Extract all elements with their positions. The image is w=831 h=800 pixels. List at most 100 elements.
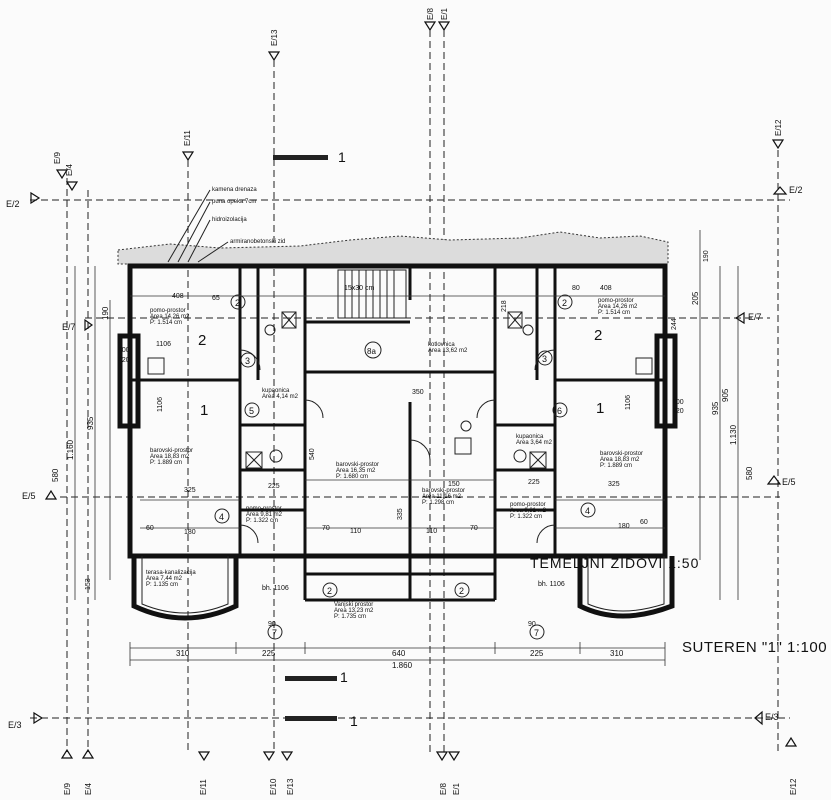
room-stamp-name: barovski-prostor <box>600 451 643 457</box>
dim-text: bh. 1106 <box>538 581 565 588</box>
room-stamp-area: Area 13,23 m2 <box>334 608 374 614</box>
dim-text: 1106 <box>156 341 171 348</box>
axis-label-right-1: E/2 <box>789 185 803 195</box>
detail-title: TEMELJNI ZIDOVI 1:50 <box>530 555 699 571</box>
dim-text: bh. 1106 <box>262 585 289 592</box>
axis-label-left-2: E/7 <box>62 322 76 332</box>
circle-tag: 8a <box>367 347 376 356</box>
circle-tag: 5 <box>249 406 254 416</box>
room-stamp-area: Area 18,83 m2 <box>600 457 640 463</box>
dim-text: 408 <box>600 285 612 292</box>
circle-tag: 6 <box>557 406 562 416</box>
room-stamp-area: Area 9,81 m2 <box>510 508 547 514</box>
dim-text: 1.860 <box>392 661 413 670</box>
room-number: 1 <box>596 400 604 417</box>
legend-item-2: puna opeka 7cm <box>212 199 256 205</box>
dim-text: 80 <box>572 285 580 292</box>
dim-text: 325 <box>608 481 620 488</box>
room-stamp-perim: P: 1.735 cm <box>334 614 366 620</box>
dim-text: 180 <box>184 529 196 536</box>
circle-tag: 4 <box>585 506 590 516</box>
room-stamp-perim: P: 1.322 cm <box>246 518 278 524</box>
dimension-lines <box>74 230 739 666</box>
dim-text: 350 <box>412 389 424 396</box>
dim-text: 60 <box>640 519 648 526</box>
balconies <box>131 556 675 621</box>
circle-tag: 2 <box>235 298 240 308</box>
room-stamp-area: Area 14,26 m2 <box>598 304 638 310</box>
axis-label-bottom-3: E/11 <box>199 779 208 795</box>
axis-label-top-4: E/13 <box>270 29 279 46</box>
dim-text: 120 <box>672 408 684 415</box>
room-stamp-perim: P: 1.135 cm <box>146 582 178 588</box>
room-number: 2 <box>198 332 206 349</box>
room-tags: 2 2 3 3 8a 5 6 4 4 2 2 7 7 <box>214 294 596 640</box>
circle-tag: 2 <box>327 586 332 596</box>
circle-tag: 7 <box>534 628 539 638</box>
room-stamp-area: Area 13,62 m2 <box>428 348 468 354</box>
dim-text: 640 <box>392 649 406 658</box>
circle-tag: 2 <box>459 586 464 596</box>
dim-text: 580 <box>745 466 754 480</box>
circle-tag: 4 <box>219 512 224 522</box>
dim-text: 150 <box>448 481 460 488</box>
dim-text: 180 <box>618 523 630 530</box>
axis-label-top-3: E/11 <box>183 130 192 146</box>
circle-tag: 3 <box>245 356 250 366</box>
dim-text: 580 <box>51 468 60 482</box>
axis-label-top-6: E/1 <box>440 7 449 20</box>
room-stamp-area: Area 11,16 m2 <box>422 494 462 500</box>
room-stamps: pomo-prostor Area 14,26 m2 P: 1.514 cm p… <box>146 285 643 620</box>
legend-item-4: armiranobetonski zid <box>230 239 285 245</box>
dim-text: 540 <box>309 448 316 460</box>
dim-text: 225 <box>530 649 544 658</box>
room-stamp-name: kupaonica <box>262 388 290 394</box>
dim-text: 100 <box>118 347 130 354</box>
legend-item-3: hidroizolacija <box>212 217 247 223</box>
dim-text: 225 <box>268 483 280 490</box>
dim-text: 935 <box>86 416 95 430</box>
room-stamp-name: barovski-prostor <box>150 448 193 454</box>
dim-text: 100 <box>672 399 684 406</box>
room-stamp-perim: P: 1.514 cm <box>150 320 182 326</box>
dim-text: 335 <box>397 508 404 520</box>
axis-label-bottom-8: E/12 <box>789 778 798 795</box>
stair-label: 15x30 cm <box>344 285 375 292</box>
room-stamp-area: Area 7,44 m2 <box>146 576 183 582</box>
dim-text: 190 <box>703 250 710 262</box>
axis-label-left-1: E/2 <box>6 199 20 209</box>
axis-label-top-2: E/4 <box>65 163 74 176</box>
dim-text: 70 <box>470 525 478 532</box>
dim-text: 310 <box>610 649 624 658</box>
room-stamp-area: Area 3,64 m2 <box>516 440 553 446</box>
room-stamp-perim: P: 1.680 cm <box>336 474 368 480</box>
dim-text: 110 <box>350 528 361 535</box>
dim-text: 60 <box>146 525 154 532</box>
room-stamp-name: pomo-prostor <box>150 308 186 314</box>
room-stamp-perim: P: 1.889 cm <box>150 460 182 466</box>
room-stamp-name: kotlovnica <box>428 342 455 348</box>
dim-text: 153 <box>85 578 92 590</box>
section-label-mid: 1 <box>340 669 348 685</box>
axis-label-bottom-2: E/4 <box>84 782 93 795</box>
dim-text: 110 <box>426 528 437 535</box>
dim-text: 1106 <box>625 395 632 410</box>
room-stamp-name: pomo-prostor <box>510 502 546 508</box>
dim-text: 225 <box>528 479 540 486</box>
dim-text: 310 <box>176 649 190 658</box>
dim-text: 1.160 <box>66 439 75 460</box>
dim-text: 1106 <box>157 397 164 412</box>
dim-text: 244 <box>671 318 678 330</box>
axis-label-left-4: E/3 <box>8 720 22 730</box>
axis-label-right-2: E/7 <box>748 312 762 322</box>
room-stamp-area: Area 18,83 m2 <box>150 454 190 460</box>
legend-item-1: kamena drenaza <box>212 187 257 193</box>
room-stamp-name: barovski-prostor <box>336 462 379 468</box>
axis-label-top-1: E/9 <box>53 151 62 164</box>
room-stamp-name: Vanjski prostor <box>334 602 373 608</box>
room-stamp-area: Area 16,35 m2 <box>336 468 376 474</box>
axis-markers: E/2 E/7 E/5 E/3 E/2 E/7 E/5 E/3 E/9 E/4 … <box>6 7 803 795</box>
axis-label-bottom-1: E/9 <box>63 782 72 795</box>
axis-label-bottom-5: E/13 <box>286 778 295 795</box>
